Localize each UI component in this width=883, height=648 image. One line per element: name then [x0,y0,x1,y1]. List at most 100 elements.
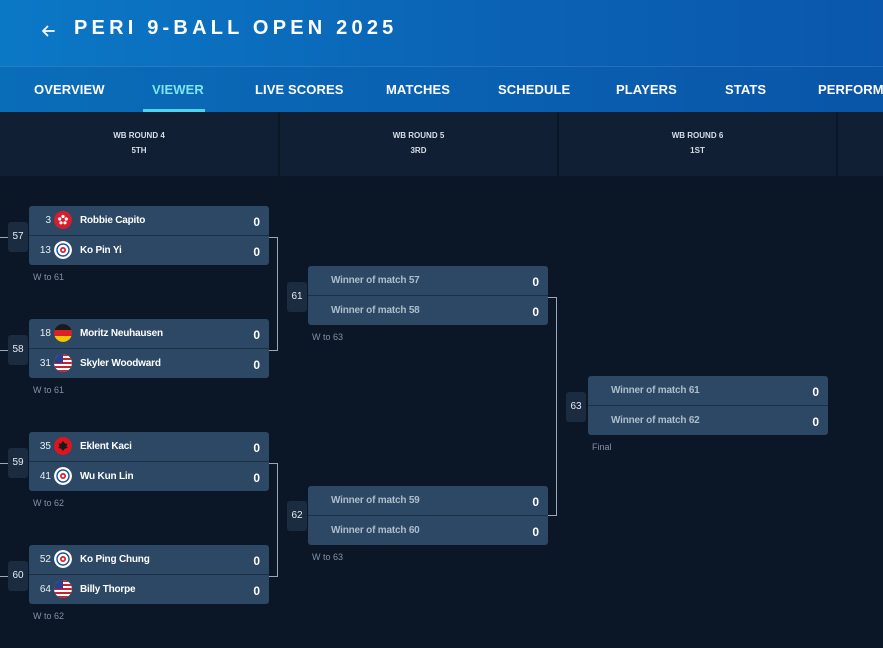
player-score: 0 [532,305,539,319]
player-score: 0 [253,245,260,259]
winner-advance-note: W to 63 [312,552,344,562]
player-name: Skyler Woodward [80,358,161,369]
chinese-taipei-flag-icon [54,550,72,568]
match-card-62[interactable]: Winner of match 59 0 Winner of match 60 … [308,486,548,545]
player-score: 0 [532,495,539,509]
player-seed: 41 [39,471,51,482]
player-name: Robbie Capito [80,215,146,226]
germany-flag-icon [54,324,72,342]
player-placeholder: Winner of match 57 [331,275,420,286]
connector-line [548,297,556,298]
player-placeholder: Winner of match 59 [331,495,420,506]
winner-advance-note: W to 62 [33,498,65,508]
tab-schedule[interactable]: SCHEDULE [498,82,571,97]
player-score: 0 [532,275,539,289]
player-row[interactable]: Winner of match 57 0 [308,266,548,295]
connector-line [269,237,277,238]
connector-line [277,463,278,577]
player-row[interactable]: 31 Skyler Woodward 0 [29,349,269,378]
player-seed: 35 [39,441,51,452]
winner-advance-note: W to 62 [33,611,65,621]
row-divider [588,405,828,406]
connector-line [269,350,277,351]
player-seed: 31 [39,358,51,369]
row-divider [29,235,269,236]
albania-flag-icon [54,437,72,455]
match-number: 58 [8,335,28,365]
round-header-wb4: WB ROUND 4 5TH [0,112,278,176]
player-seed: 13 [39,245,51,256]
winner-advance-note: W to 63 [312,332,344,342]
player-row[interactable]: 3 Robbie Capito 0 [29,206,269,235]
connector-line [0,237,8,238]
match-card-58[interactable]: 18 Moritz Neuhausen 0 31 Skyler Woodward… [29,319,269,378]
player-name: Ko Pin Yi [80,245,122,256]
connector-line [0,350,8,351]
connector-line [0,463,8,464]
page-title: PERI 9-BALL OPEN 2025 [74,17,398,39]
player-name: Billy Thorpe [80,584,136,595]
round-header-wb6: WB ROUND 6 1ST [559,112,836,176]
row-divider [308,295,548,296]
player-seed: 3 [45,215,51,226]
player-score: 0 [253,554,260,568]
match-card-57[interactable]: 3 Robbie Capito 0 13 Ko Pin Yi 0 [29,206,269,265]
row-divider [29,461,269,462]
tab-bar: OVERVIEW VIEWER LIVE SCORES MATCHES SCHE… [0,66,883,112]
row-divider [29,348,269,349]
player-row[interactable]: 64 Billy Thorpe 0 [29,575,269,604]
player-row[interactable]: 35 Eklent Kaci 0 [29,432,269,461]
match-number: 57 [8,222,28,252]
tab-stats[interactable]: STATS [725,82,767,97]
tab-players[interactable]: PLAYERS [616,82,677,97]
player-row[interactable]: Winner of match 62 0 [588,406,828,435]
round-headers: WB ROUND 4 5TH WB ROUND 5 3RD WB ROUND 6… [0,112,883,176]
round-name: WB ROUND 4 [113,131,165,140]
row-divider [308,515,548,516]
app-header: PERI 9-BALL OPEN 2025 [0,0,883,66]
player-row[interactable]: Winner of match 59 0 [308,486,548,515]
tab-overview[interactable]: OVERVIEW [34,82,105,97]
round-position: 3RD [410,146,427,155]
tab-viewer[interactable]: VIEWER [152,82,204,97]
chinese-taipei-flag-icon [54,241,72,259]
round-header-next [838,112,883,176]
match-card-63[interactable]: Winner of match 61 0 Winner of match 62 … [588,376,828,435]
player-row[interactable]: 41 Wu Kun Lin 0 [29,462,269,491]
round-position: 5TH [131,146,147,155]
player-row[interactable]: 13 Ko Pin Yi 0 [29,236,269,265]
player-name: Moritz Neuhausen [80,328,163,339]
match-number: 62 [287,501,307,531]
match-card-60[interactable]: 52 Ko Ping Chung 0 64 Billy Thorpe 0 [29,545,269,604]
player-placeholder: Winner of match 58 [331,305,420,316]
match-number: 61 [287,282,307,312]
winner-advance-note: W to 61 [33,272,65,282]
round-position: 1ST [690,146,705,155]
player-row[interactable]: 18 Moritz Neuhausen 0 [29,319,269,348]
player-name: Ko Ping Chung [80,554,150,565]
player-score: 0 [532,525,539,539]
match-card-61[interactable]: Winner of match 57 0 Winner of match 58 … [308,266,548,325]
player-row[interactable]: Winner of match 61 0 [588,376,828,405]
tab-performance[interactable]: PERFORMANCE [818,82,883,97]
player-placeholder: Winner of match 61 [611,385,700,396]
player-score: 0 [253,441,260,455]
arrow-left-icon[interactable] [37,20,59,42]
player-placeholder: Winner of match 60 [331,525,420,536]
player-seed: 64 [39,584,51,595]
player-row[interactable]: Winner of match 58 0 [308,296,548,325]
tab-live-scores[interactable]: LIVE SCORES [255,82,344,97]
player-score: 0 [253,328,260,342]
player-score: 0 [253,215,260,229]
player-row[interactable]: 52 Ko Ping Chung 0 [29,545,269,574]
player-score: 0 [253,471,260,485]
player-row[interactable]: Winner of match 60 0 [308,516,548,545]
chinese-taipei-flag-icon [54,467,72,485]
connector-line [277,237,278,351]
round-name: WB ROUND 6 [671,131,724,140]
player-placeholder: Winner of match 62 [611,415,700,426]
match-number: 59 [8,448,28,478]
tab-matches[interactable]: MATCHES [386,82,451,97]
match-card-59[interactable]: 35 Eklent Kaci 0 41 Wu Kun Lin 0 [29,432,269,491]
connector-line [0,576,8,577]
